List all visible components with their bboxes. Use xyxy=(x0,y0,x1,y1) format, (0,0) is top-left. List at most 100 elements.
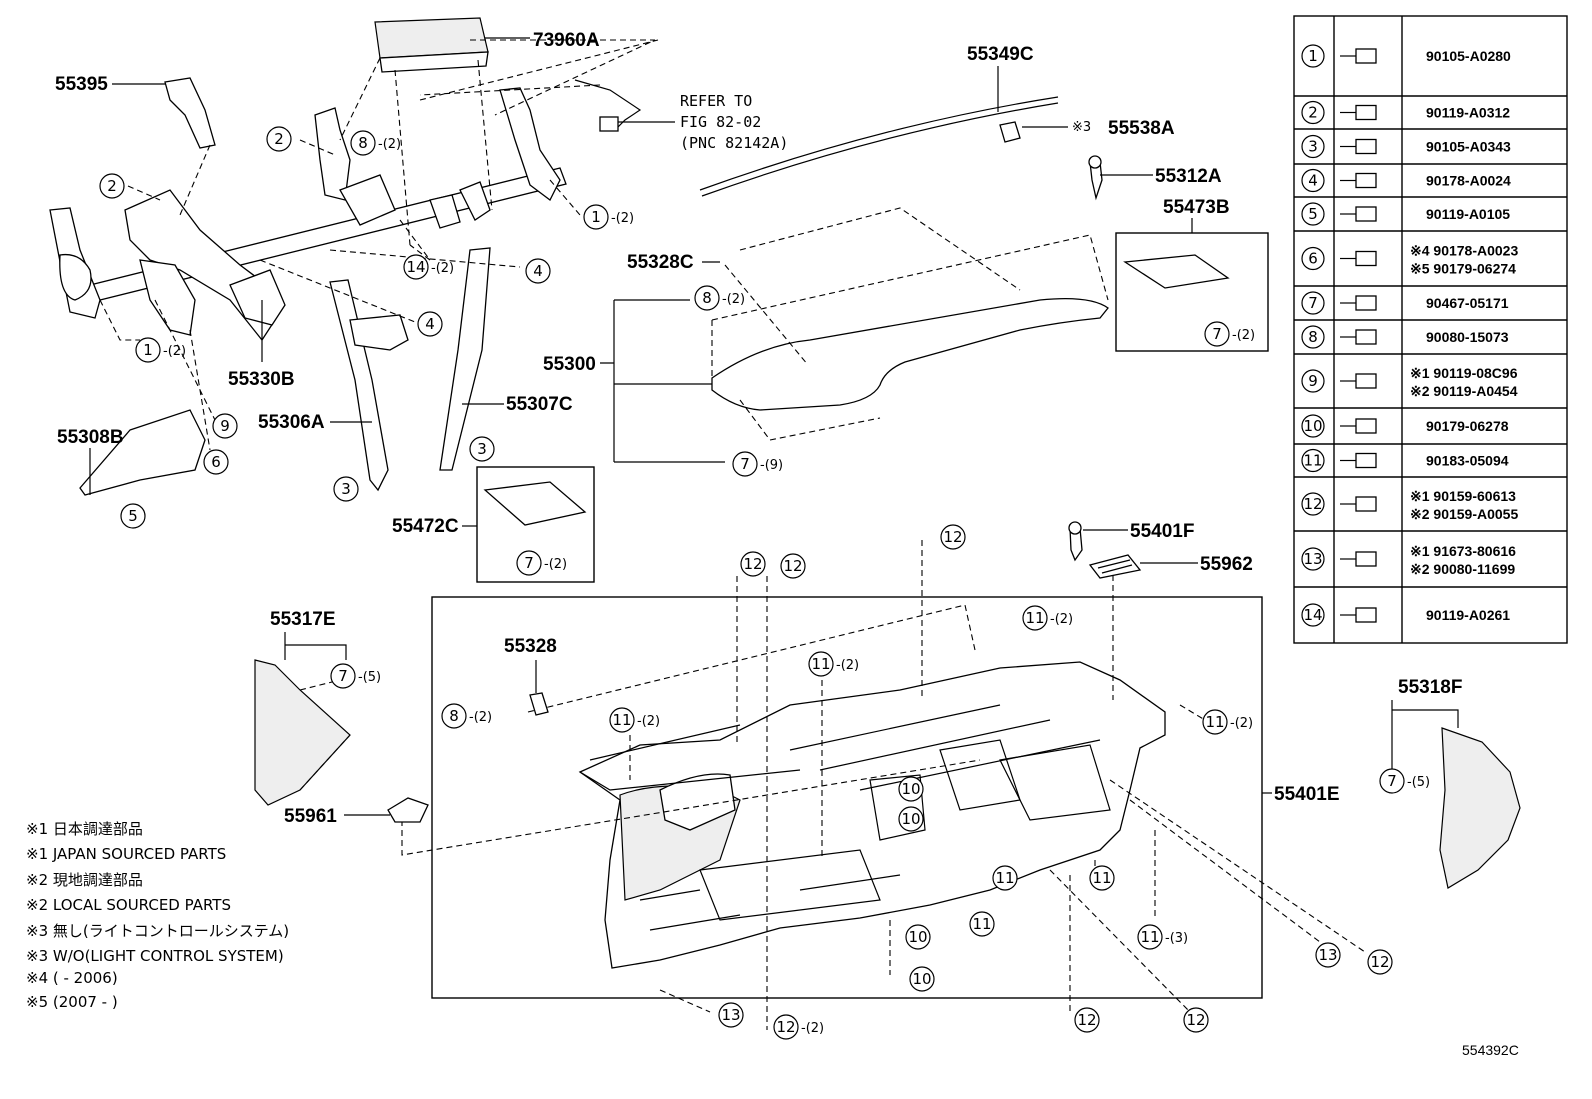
part-label-55312A: 55312A xyxy=(1155,166,1222,187)
callout-2: 2 xyxy=(99,173,125,199)
callout-14: 14 xyxy=(403,254,429,280)
callout-11: 11 xyxy=(1202,709,1228,735)
fastener-icon xyxy=(1340,250,1377,267)
callout-12: 12 xyxy=(1367,949,1393,975)
callout-12: 12 xyxy=(1183,1007,1209,1033)
callout-11: 11 xyxy=(1137,924,1163,950)
fastener-icon xyxy=(1340,48,1377,64)
svg-text:12: 12 xyxy=(1370,953,1389,971)
dashboard-drawing xyxy=(578,661,1166,969)
fastener-number-circle xyxy=(1301,168,1325,193)
fastener-icon xyxy=(1340,418,1377,434)
fastener-part-number: ※2 90159-A0055 xyxy=(1410,506,1518,522)
callout-3: 3 xyxy=(469,436,495,462)
callout-12: 12 xyxy=(780,553,806,579)
diagram-code: 554392C xyxy=(1462,1042,1519,1058)
callout-quantity: -(2) xyxy=(611,211,634,226)
svg-text:12: 12 xyxy=(943,528,962,546)
fastener-part-number: ※2 90080-11699 xyxy=(1410,561,1515,577)
callout-8: 8 xyxy=(441,703,467,729)
part-label-55300: 55300 xyxy=(543,354,596,375)
svg-text:13: 13 xyxy=(1318,946,1337,964)
fastener-number-circle xyxy=(1301,369,1325,393)
part-label-55538A: 55538A xyxy=(1108,118,1175,139)
callout-11: 11 xyxy=(992,865,1018,891)
callout-7: 7 xyxy=(330,663,356,689)
callout-10: 10 xyxy=(905,924,931,950)
callout-8: 8 xyxy=(350,130,376,156)
fastener-part-number: ※2 90119-A0454 xyxy=(1410,383,1518,399)
svg-text:7: 7 xyxy=(338,667,348,685)
callout-quantity: -(3) xyxy=(1165,931,1188,946)
svg-text:14: 14 xyxy=(406,258,425,276)
callout-quantity: -(2) xyxy=(378,137,401,152)
part-label-55318F: 55318F xyxy=(1398,677,1462,698)
svg-text:9: 9 xyxy=(220,417,230,435)
svg-text:12: 12 xyxy=(743,555,762,573)
callout-quantity: -(2) xyxy=(1230,716,1253,731)
reference-text-line3: (PNC 82142A) xyxy=(680,134,788,152)
callout-quantity: -(9) xyxy=(760,458,783,473)
part-label-55328C: 55328C xyxy=(627,252,694,273)
fastener-icon xyxy=(1340,172,1377,189)
fastener-number: 5 xyxy=(1308,205,1318,223)
fastener-number-circle xyxy=(1301,202,1325,226)
callout-4: 4 xyxy=(417,311,443,337)
callout-quantity: -(2) xyxy=(836,658,859,673)
reference-text-line1: REFER TO xyxy=(680,92,752,110)
svg-text:3: 3 xyxy=(477,440,487,458)
fastener-part-number: 90178-A0024 xyxy=(1426,173,1511,189)
fastener-icon xyxy=(1340,607,1377,623)
callout-quantity: -(2) xyxy=(1232,328,1255,343)
svg-text:6: 6 xyxy=(211,453,221,471)
fastener-number: 4 xyxy=(1308,172,1318,190)
callout-8: 8 xyxy=(694,285,720,311)
fastener-number: 1 xyxy=(1308,47,1318,65)
svg-text:7: 7 xyxy=(740,455,750,473)
fastener-part-number: 90179-06278 xyxy=(1426,418,1509,434)
fastener-part-number: 90119-A0261 xyxy=(1426,607,1510,623)
callout-10: 10 xyxy=(898,776,924,802)
fastener-number: 2 xyxy=(1308,104,1318,122)
note-line: ※4 ( - 2006) xyxy=(26,969,118,987)
svg-text:10: 10 xyxy=(901,780,920,798)
svg-text:7: 7 xyxy=(524,554,534,572)
callout-quantity: -(2) xyxy=(637,714,660,729)
callout-12: 12 xyxy=(773,1014,799,1040)
part-label-55401E: 55401E xyxy=(1274,784,1340,805)
callout-quantity: -(2) xyxy=(722,292,745,307)
fastener-icon xyxy=(1340,496,1377,512)
callout-7: 7 xyxy=(732,451,758,477)
part-label-55330B: 55330B xyxy=(228,369,295,390)
svg-text:10: 10 xyxy=(912,970,931,988)
fastener-part-number: ※1 91673-80616 xyxy=(1410,543,1516,559)
fastener-part-number: ※1 90159-60613 xyxy=(1410,488,1516,504)
part-label-55328: 55328 xyxy=(504,636,557,657)
svg-text:1: 1 xyxy=(591,208,601,226)
callout-quantity: -(5) xyxy=(1407,775,1430,790)
fastener-number-circle xyxy=(1301,448,1325,473)
svg-text:3: 3 xyxy=(341,480,351,498)
fastener-icon xyxy=(1340,206,1377,222)
fastener-number: 12 xyxy=(1303,495,1322,513)
svg-text:8: 8 xyxy=(449,707,459,725)
callout-11: 11 xyxy=(808,651,834,677)
callout-quantity: -(2) xyxy=(431,261,454,276)
callout-11: 11 xyxy=(1089,865,1115,891)
fastener-icon xyxy=(1340,551,1377,567)
callouts: 8 -(2) 2 2 1 -(2) 14 -(2) 4 4 1 -(2) 9 6… xyxy=(99,126,1430,1040)
fastener-number-circle xyxy=(1301,100,1325,125)
svg-text:10: 10 xyxy=(908,928,927,946)
part-label-55349C: 55349C xyxy=(967,44,1034,65)
fastener-icon xyxy=(1340,138,1377,155)
fastener-part-number: 90467-05171 xyxy=(1426,295,1509,311)
callout-3: 3 xyxy=(333,476,359,502)
part-label-55473B: 55473B xyxy=(1163,197,1230,218)
note-line: ※1 JAPAN SOURCED PARTS xyxy=(26,845,226,863)
svg-text:11: 11 xyxy=(612,711,631,729)
fastener-number: 9 xyxy=(1308,372,1318,390)
fastener-number-circle xyxy=(1301,291,1325,315)
part-number-labels: 73960A 55395 55349C REFER TO FIG 82-02 (… xyxy=(55,30,1462,827)
svg-text:11: 11 xyxy=(1140,928,1159,946)
fastener-icon xyxy=(1340,295,1377,311)
